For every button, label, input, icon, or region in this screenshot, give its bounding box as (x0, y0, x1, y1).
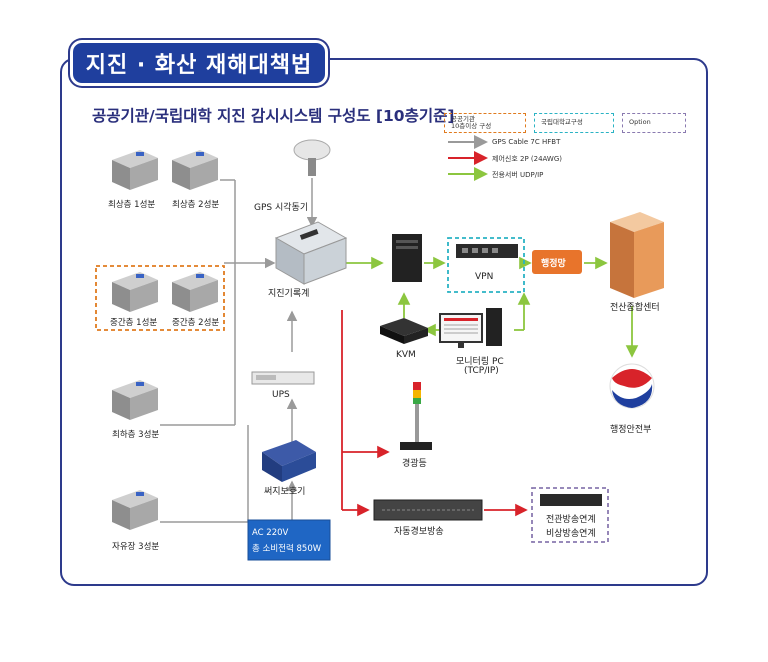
admin-network-label: 행정망 (541, 259, 566, 269)
banner-title: 지진 · 화산 재해대책법 (70, 40, 328, 86)
building-icon (610, 212, 664, 298)
admin-network-box (532, 250, 582, 274)
broadcast-label-1: 전관방송연계 (546, 515, 596, 525)
ministry-logo-icon (609, 363, 655, 409)
sensor-label-1: 최상층 1성분 (108, 200, 156, 210)
monitor-label-2: (TCP/IP) (464, 366, 499, 376)
ministry-label: 행정안전부 (610, 425, 652, 435)
sensor-icon-1 (112, 150, 158, 190)
gps-label: GPS 시각동기 (254, 203, 309, 213)
monitor-label-1: 모니터링 PC (456, 357, 504, 367)
warning-light-icon (400, 382, 432, 450)
warning-light-label: 경광등 (402, 459, 427, 469)
sensor-label-2: 최상층 2성분 (172, 200, 220, 210)
kvm-icon (380, 318, 428, 344)
gps-antenna-icon (293, 139, 331, 176)
sensor-label-3: 중간층 1성분 (110, 318, 158, 328)
broadcast-link-device (540, 494, 602, 506)
sensor-icon-2 (172, 150, 218, 190)
vpn-dash-box (447, 237, 525, 293)
sensor-icon-6 (112, 490, 158, 530)
ups-icon (251, 371, 315, 385)
legend-green-label: 전용서버 UDP/IP (492, 171, 544, 179)
sensor-icon-3 (112, 272, 158, 312)
broadcast-dash-box (531, 487, 609, 543)
legend-orange-box: 공공기관 10층이상 구성 (444, 113, 526, 133)
vpn-device-icon (456, 244, 518, 258)
server-tower-icon (392, 234, 422, 282)
center-label: 전산종합센터 (610, 303, 660, 313)
ups-label: UPS (272, 390, 290, 400)
diagram-subtitle: 공공기관/국립대학 지진 감시시스템 구성도 [10층기준] (92, 107, 455, 125)
legend-cyan-box: 국립대학교구성 (534, 113, 614, 133)
legend-purple-box: Option (622, 113, 686, 133)
kvm-label: KVM (396, 350, 416, 360)
power-label-2: 총 소비전력 850W (252, 544, 322, 554)
power-box (247, 519, 331, 561)
sensor-label-5: 최하층 3성분 (112, 430, 160, 440)
monitoring-pc-icon (439, 308, 502, 348)
sensor-icon-4 (172, 272, 218, 312)
auto-broadcast-rack-icon (373, 499, 483, 521)
sensor-icon-5 (112, 380, 158, 420)
legend-red-label: 제어신호 2P (24AWG) (492, 155, 563, 163)
auto-broadcast-label: 자동경보방송 (394, 527, 444, 537)
surge-label: 써지보호기 (264, 487, 306, 497)
sensor-label-4: 중간층 2성분 (172, 318, 220, 328)
broadcast-label-2: 비상방송연계 (546, 529, 596, 539)
diagram-frame (60, 58, 708, 586)
surge-protector-icon (262, 440, 316, 482)
recorder-label: 지진기록계 (268, 289, 310, 299)
legend-grey-label: GPS Cable 7C HFBT (492, 138, 561, 146)
recorder-icon (274, 221, 348, 285)
vpn-label: VPN (475, 272, 494, 282)
sensor-label-6: 자유장 3성분 (112, 542, 160, 552)
power-label-1: AC 220V (252, 528, 289, 538)
midfloor-dash-box (95, 265, 225, 331)
